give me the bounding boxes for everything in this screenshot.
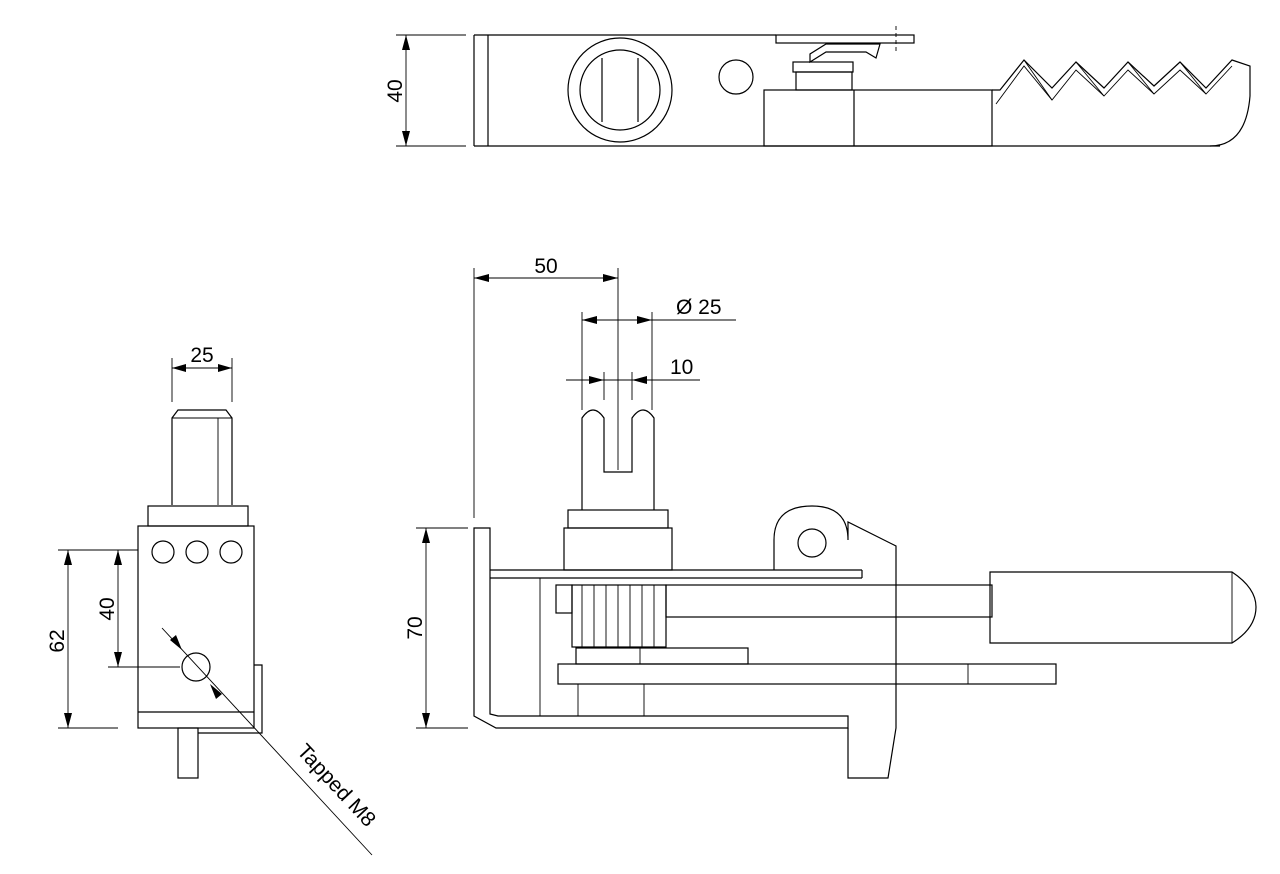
top-view: 40: [384, 26, 1251, 147]
front-view: 50 Ø 25 10: [404, 255, 1257, 779]
slot-dimension: 10: [566, 356, 700, 400]
height-dimension: 70: [404, 527, 468, 729]
dim-62: 62: [46, 549, 138, 729]
dim-40-side: 40: [96, 550, 180, 668]
pin-width-label: 25: [190, 344, 213, 367]
top-view-body: [473, 26, 1251, 147]
knurl-lines: [581, 585, 655, 647]
top-height-dimension: 40: [384, 34, 466, 147]
diameter-dimension: Ø 25: [581, 296, 736, 410]
offset-label: 50: [534, 255, 557, 278]
pin-width-dimension: 25: [171, 344, 233, 402]
tapped-m8-label: Tapped M8: [292, 740, 380, 832]
dim-40-side-label: 40: [96, 597, 119, 620]
tapped-leader: Tapped M8: [161, 627, 380, 856]
top-height-label: 40: [384, 79, 407, 102]
diameter-label: Ø 25: [676, 296, 722, 319]
height-label: 70: [404, 616, 427, 639]
offset-dimension: 50: [473, 255, 619, 518]
side-view: 25 62: [46, 344, 380, 856]
slot-label: 10: [670, 356, 693, 379]
dim-62-label: 62: [46, 629, 69, 652]
